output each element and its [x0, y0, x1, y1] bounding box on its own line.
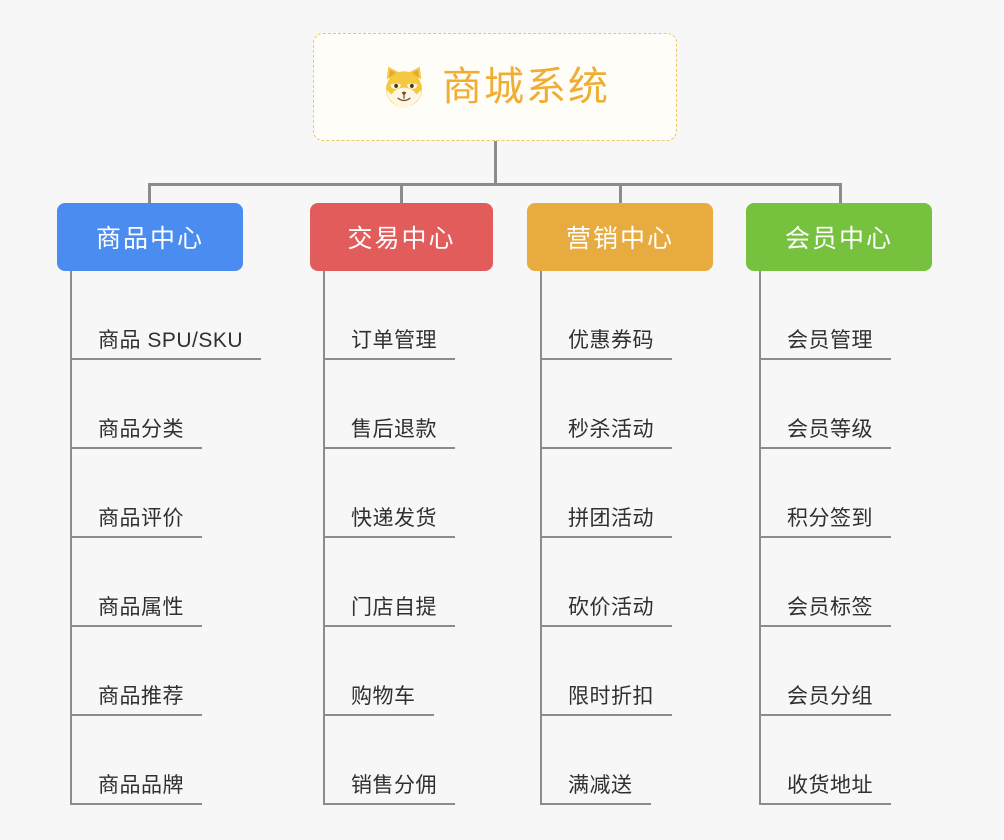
- connector-drop-4: [839, 183, 842, 205]
- leaf-label: 拼团活动: [568, 506, 654, 530]
- list-item[interactable]: 商品属性: [57, 538, 357, 627]
- list-item[interactable]: 商品推荐: [57, 627, 357, 716]
- list-item[interactable]: 商品评价: [57, 449, 357, 538]
- list-item[interactable]: 会员等级: [746, 360, 986, 449]
- leaf-label: 销售分佣: [351, 773, 437, 797]
- list-item[interactable]: 商品品牌: [57, 716, 357, 805]
- root-title: 商城系统: [442, 65, 610, 109]
- list-item[interactable]: 优惠券码: [527, 271, 767, 360]
- column-spine: [540, 271, 542, 805]
- category-column-member: 会员中心 会员管理 会员等级 积分签到 会员标签 会员分组 收货地址: [746, 203, 986, 805]
- leaf-label: 商品 SPU/SKU: [98, 328, 244, 352]
- leaf-label: 收货地址: [787, 773, 873, 797]
- list-item[interactable]: 售后退款: [310, 360, 550, 449]
- list-item[interactable]: 会员管理: [746, 271, 986, 360]
- list-item[interactable]: 限时折扣: [527, 627, 767, 716]
- leaf-list: 商品 SPU/SKU 商品分类 商品评价 商品属性 商品推荐 商品品牌: [57, 271, 357, 805]
- leaf-label: 优惠券码: [568, 328, 654, 352]
- list-item[interactable]: 满减送: [527, 716, 767, 805]
- list-item[interactable]: 订单管理: [310, 271, 550, 360]
- leaf-label: 商品推荐: [98, 684, 184, 708]
- list-item[interactable]: 商品分类: [57, 360, 357, 449]
- leaf-label: 商品属性: [98, 595, 184, 619]
- connector-root-stem: [494, 141, 497, 185]
- shiba-inu-icon: [386, 66, 422, 108]
- category-column-product: 商品中心 商品 SPU/SKU 商品分类 商品评价 商品属性 商品推荐 商品品牌: [57, 203, 357, 805]
- connector-drop-2: [400, 183, 403, 205]
- category-label: 会员中心: [784, 225, 893, 253]
- list-item[interactable]: 积分签到: [746, 449, 986, 538]
- column-spine: [323, 271, 325, 805]
- category-column-marketing: 营销中心 优惠券码 秒杀活动 拼团活动 砍价活动 限时折扣 满减送: [527, 203, 767, 805]
- list-item[interactable]: 秒杀活动: [527, 360, 767, 449]
- list-item[interactable]: 购物车: [310, 627, 550, 716]
- leaf-label: 会员分组: [787, 684, 873, 708]
- leaf-label: 满减送: [568, 773, 633, 797]
- leaf-list: 会员管理 会员等级 积分签到 会员标签 会员分组 收货地址: [746, 271, 986, 805]
- leaf-label: 积分签到: [787, 506, 873, 530]
- category-label: 营销中心: [565, 225, 674, 253]
- leaf-label: 会员管理: [787, 328, 873, 352]
- category-box-product[interactable]: 商品中心: [57, 203, 243, 271]
- list-item[interactable]: 门店自提: [310, 538, 550, 627]
- column-spine: [759, 271, 761, 805]
- category-box-marketing[interactable]: 营销中心: [527, 203, 713, 271]
- list-item[interactable]: 销售分佣: [310, 716, 550, 805]
- leaf-label: 砍价活动: [568, 595, 654, 619]
- list-item[interactable]: 会员分组: [746, 627, 986, 716]
- leaf-label: 购物车: [351, 684, 416, 708]
- connector-drop-1: [148, 183, 151, 205]
- list-item[interactable]: 会员标签: [746, 538, 986, 627]
- leaf-label: 秒杀活动: [568, 417, 654, 441]
- connector-bus: [148, 183, 842, 186]
- leaf-list: 优惠券码 秒杀活动 拼团活动 砍价活动 限时折扣 满减送: [527, 271, 767, 805]
- leaf-label: 商品评价: [98, 506, 184, 530]
- category-label: 商品中心: [95, 225, 204, 253]
- category-label: 交易中心: [347, 225, 456, 253]
- list-item[interactable]: 拼团活动: [527, 449, 767, 538]
- leaf-label: 快递发货: [351, 506, 437, 530]
- list-item[interactable]: 商品 SPU/SKU: [57, 271, 357, 360]
- root-node[interactable]: 商城系统: [313, 33, 677, 141]
- leaf-label: 会员标签: [787, 595, 873, 619]
- leaf-label: 会员等级: [787, 417, 873, 441]
- leaf-list: 订单管理 售后退款 快递发货 门店自提 购物车 销售分佣: [310, 271, 550, 805]
- leaf-label: 商品分类: [98, 417, 184, 441]
- category-box-member[interactable]: 会员中心: [746, 203, 932, 271]
- leaf-label: 售后退款: [351, 417, 437, 441]
- leaf-label: 商品品牌: [98, 773, 184, 797]
- list-item[interactable]: 收货地址: [746, 716, 986, 805]
- column-spine: [70, 271, 72, 805]
- list-item[interactable]: 快递发货: [310, 449, 550, 538]
- leaf-label: 门店自提: [351, 595, 437, 619]
- list-item[interactable]: 砍价活动: [527, 538, 767, 627]
- category-box-trade[interactable]: 交易中心: [310, 203, 493, 271]
- connector-drop-3: [619, 183, 622, 205]
- category-column-trade: 交易中心 订单管理 售后退款 快递发货 门店自提 购物车 销售分佣: [310, 203, 550, 805]
- leaf-label: 限时折扣: [568, 684, 654, 708]
- leaf-label: 订单管理: [351, 328, 437, 352]
